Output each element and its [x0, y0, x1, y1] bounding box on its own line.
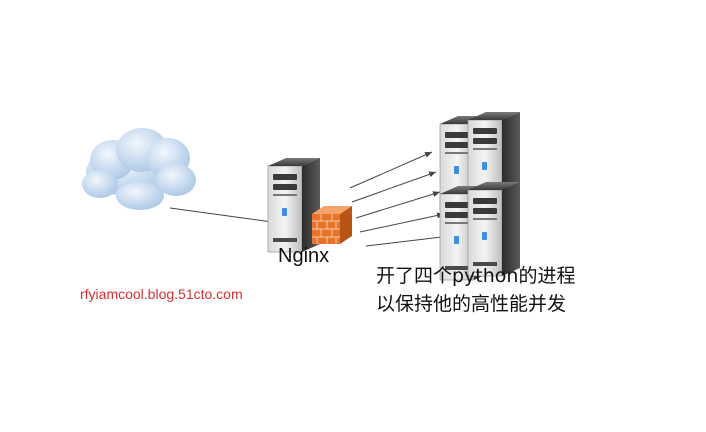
firewall-icon — [312, 206, 352, 244]
caption-line-2: 以保持他的高性能并发 — [376, 293, 567, 315]
cloud-icon — [82, 128, 196, 210]
connector-line — [169, 207, 273, 223]
arrow-5 — [365, 233, 451, 247]
caption-line-1: 开了四个python的进程 — [376, 265, 576, 287]
arrow-2 — [351, 171, 437, 203]
backend-server-stack — [439, 111, 521, 281]
arrow-4 — [359, 212, 445, 233]
request-arrows — [349, 151, 451, 247]
caption: 开了四个python的进程 以保持他的高性能并发 — [376, 262, 575, 318]
arrow-3 — [355, 191, 441, 219]
watermark-text: rfyiamcool.blog.51cto.com — [80, 286, 243, 302]
arrow-1 — [349, 151, 433, 189]
nginx-label: Nginx — [278, 245, 330, 267]
